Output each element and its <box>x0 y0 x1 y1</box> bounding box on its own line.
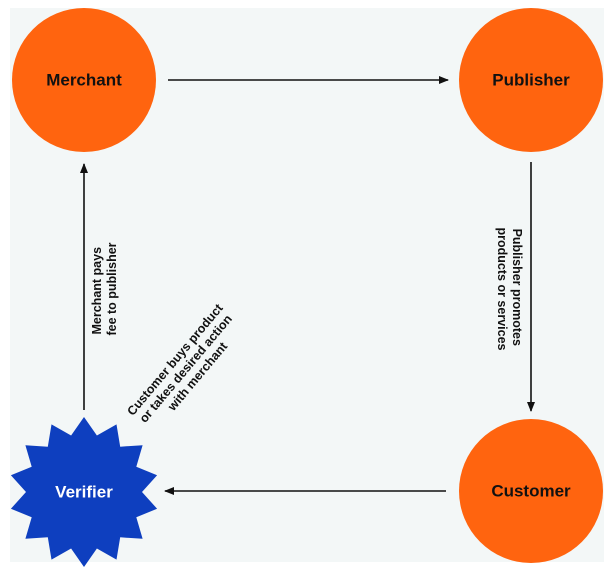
publisher-label: Publisher <box>492 71 570 90</box>
merchant-circle <box>12 8 156 152</box>
edge-label-line: fee to publisher <box>105 242 119 335</box>
edge-label-publisher-to-customer: Publisher promotes products or services <box>495 228 524 351</box>
edge-label-line: or takes desired action <box>137 312 235 425</box>
node-customer: Customer <box>459 419 603 563</box>
edge-label-verifier-to-merchant: Merchant pays fee to publisher <box>90 242 119 335</box>
verifier-label: Verifier <box>55 483 113 502</box>
publisher-circle <box>459 8 603 152</box>
edge-label-customer-to-verifier: Customer buys product or takes desired a… <box>124 299 249 437</box>
edge-label-line: Merchant pays <box>90 247 104 335</box>
verifier-starburst <box>10 417 158 567</box>
merchant-label: Merchant <box>46 71 122 90</box>
node-merchant: Merchant <box>12 8 156 152</box>
edge-label-line: Publisher promotes <box>510 229 524 346</box>
customer-circle <box>459 419 603 563</box>
node-verifier: Verifier <box>10 417 158 567</box>
customer-label: Customer <box>491 482 571 501</box>
node-publisher: Publisher <box>459 8 603 152</box>
edge-label-line: products or services <box>495 228 509 351</box>
